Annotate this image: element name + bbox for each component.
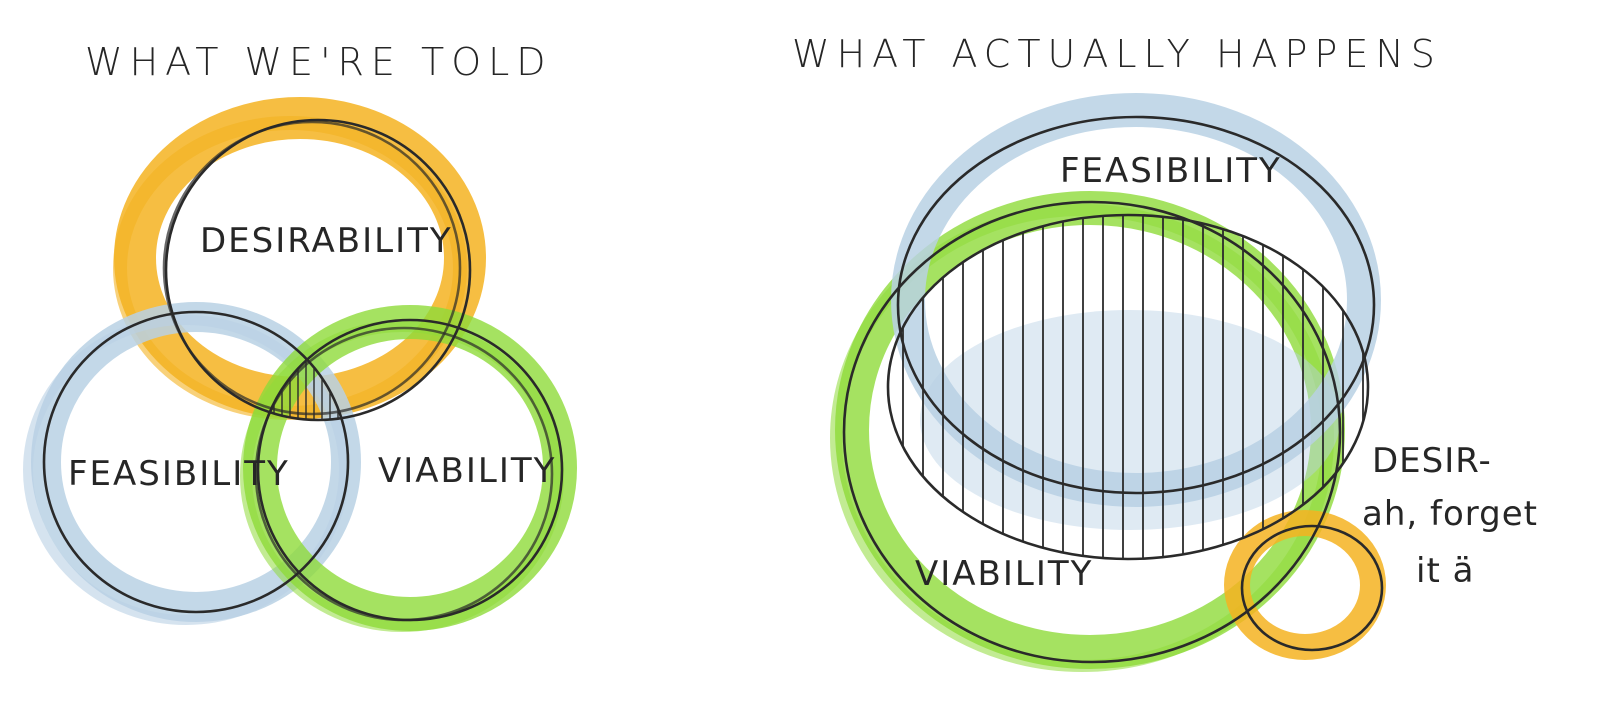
desirability-label: DESIRABILITY <box>200 221 453 261</box>
right-panel-title: WHAT ACTUALLY HAPPENS <box>792 32 1442 76</box>
left-panel: WHAT WE'RE TOLD DESIRABILITY FEASIBILITY <box>23 40 577 632</box>
feasibility-label-right: FEASIBILITY <box>1060 151 1282 191</box>
viability-label-left: VIABILITY <box>378 451 556 491</box>
viability-circle-left <box>240 305 577 632</box>
desirability-note: DESIR- ah, forget it ä <box>1362 441 1538 591</box>
desirability-circle-small <box>1224 510 1386 660</box>
overlap-hatch <box>888 215 1368 559</box>
note-line-3: it ä <box>1416 551 1474 591</box>
note-line-2: ah, forget <box>1362 494 1538 534</box>
desirability-outline-small <box>1240 524 1384 652</box>
right-panel: WHAT ACTUALLY HAPPENS FEASIBILITY VIABIL… <box>792 32 1538 672</box>
feasibility-label-left: FEASIBILITY <box>68 454 290 494</box>
left-panel-title: WHAT WE'RE TOLD <box>85 40 553 84</box>
feasibility-circle-left <box>23 302 361 625</box>
note-line-1: DESIR- <box>1372 441 1492 481</box>
viability-label-right: VIABILITY <box>915 554 1093 594</box>
feasibility-outline-left <box>42 310 350 614</box>
